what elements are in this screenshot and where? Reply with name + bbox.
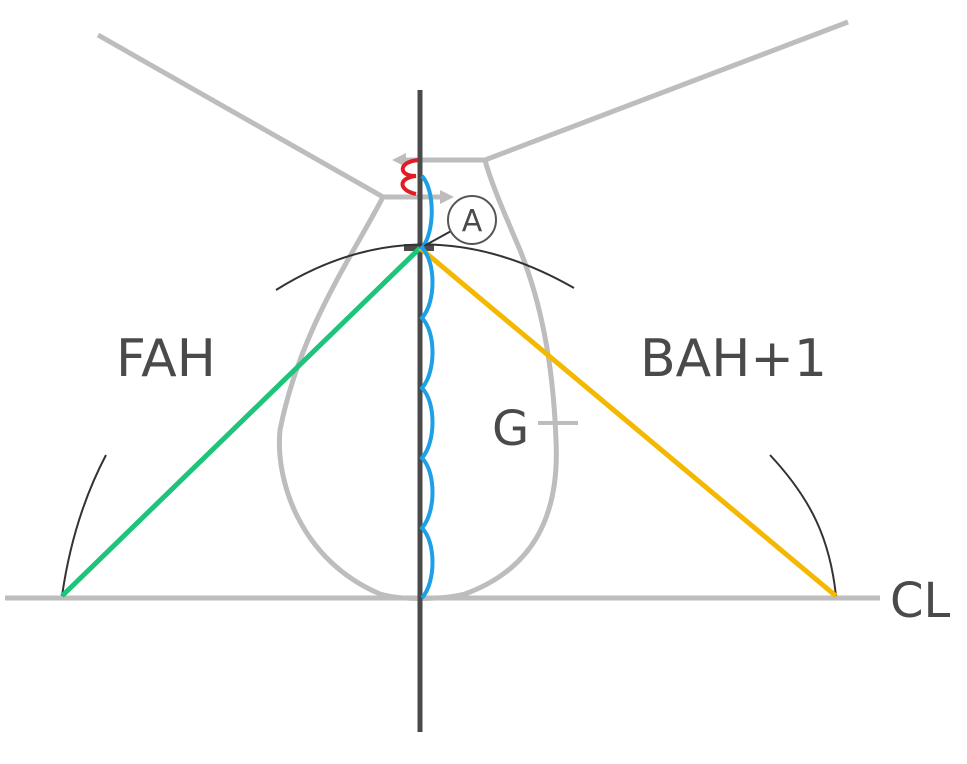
upper-right-bar	[484, 19, 849, 163]
green-line	[60, 246, 422, 598]
upper-left-bar	[96, 32, 385, 200]
a-leader-line	[423, 229, 454, 247]
a-marker-label: A	[462, 204, 483, 239]
g-label: G	[492, 401, 529, 457]
red-spring	[400, 158, 419, 196]
yellow-line	[418, 246, 838, 598]
blue-wavy-line	[419, 174, 435, 600]
left-angle-arc	[61, 454, 107, 597]
a-marker-circle	[447, 195, 497, 245]
cl-label: CL	[890, 573, 951, 629]
body-outline	[276, 159, 559, 601]
right-angle-arc	[769, 454, 837, 597]
arrow-head-right	[440, 190, 454, 204]
bah-plus-one-label: BAH+1	[640, 329, 827, 389]
fah-label: FAH	[116, 329, 216, 389]
arrow-head-left	[392, 153, 406, 167]
